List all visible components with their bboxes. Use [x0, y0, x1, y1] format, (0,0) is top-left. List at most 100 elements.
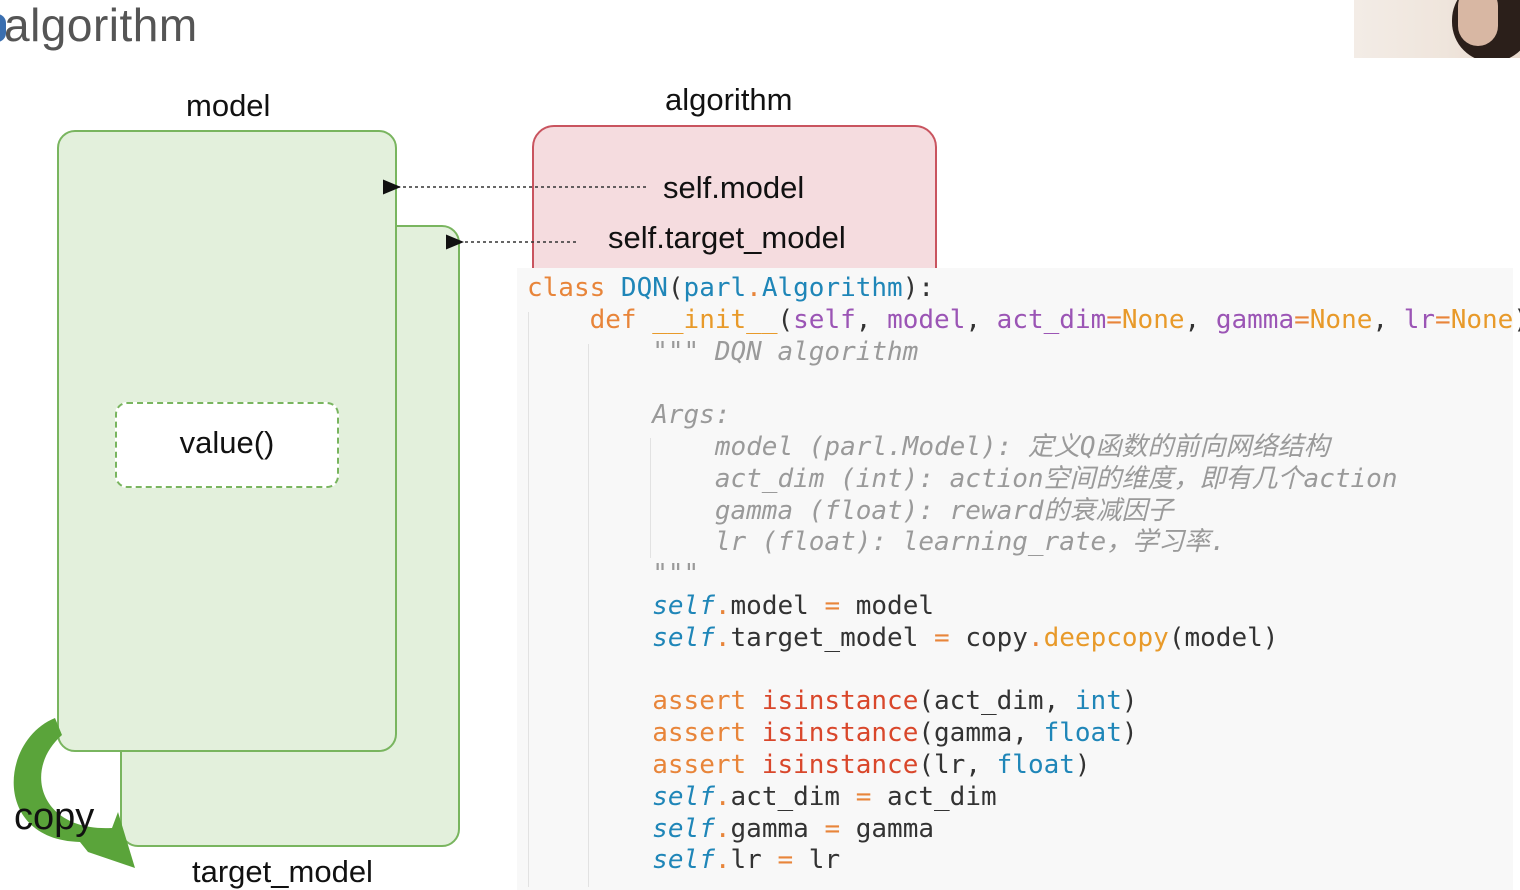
code-line: lr (float): learning_rate，学习率. [527, 527, 1520, 559]
code-token: lr [793, 845, 841, 876]
code-token: None [1121, 304, 1185, 335]
self-model-label: self.model [663, 170, 805, 205]
code-token: None [1309, 304, 1373, 335]
copy-arrow-icon [13, 718, 135, 868]
code-token: . [714, 781, 731, 812]
code-token [527, 750, 652, 780]
code-token: """ [527, 559, 700, 590]
code-token: gamma [1215, 304, 1295, 335]
code-token: assert [652, 718, 762, 749]
code-token: , [1184, 304, 1216, 335]
code-token: act_dim [730, 781, 856, 812]
code-token [527, 845, 652, 875]
code-token: gamma [730, 813, 825, 844]
code-token: ) [1121, 686, 1138, 717]
self-target-model-label: self.target_model [608, 220, 846, 255]
code-token: model (parl.Model): 定义Q函数的前向网络结构 [527, 431, 1330, 462]
code-token: = [1106, 304, 1122, 335]
code-line: self.model = model [527, 591, 1520, 623]
code-token: assert [652, 749, 762, 780]
code-token: = [824, 590, 841, 621]
code-block: class DQN(parl.Algorithm): def __init__(… [527, 273, 1520, 877]
presenter-face [1458, 0, 1498, 46]
code-token [527, 814, 652, 844]
code-token: deepcopy [1043, 622, 1169, 653]
code-token: """ DQN algorithm [527, 336, 919, 367]
code-token: ( [667, 273, 684, 303]
code-token: Algorithm [761, 273, 903, 303]
code-token: self [652, 813, 715, 844]
code-token: (act_dim, [918, 686, 1075, 717]
code-token: isinstance [761, 686, 919, 717]
code-token: model [840, 590, 935, 621]
code-token: = [1294, 304, 1310, 335]
code-token [527, 305, 590, 335]
code-line: self.act_dim = act_dim [527, 782, 1520, 814]
code-token: float [1043, 718, 1122, 749]
code-token: float [996, 749, 1075, 780]
code-line: Args: [527, 400, 1520, 432]
code-token: . [746, 273, 762, 303]
code-token: , [965, 304, 997, 335]
code-token: (model) [1168, 622, 1279, 653]
code-token: parl [683, 273, 747, 303]
code-token: . [714, 590, 731, 621]
code-token: , [1372, 304, 1404, 335]
code-token: act_dim (int): action空间的维度，即有几个action [527, 463, 1398, 494]
code-token: . [714, 845, 731, 876]
code-token: (gamma, [918, 718, 1044, 749]
code-token: = [824, 813, 841, 844]
code-line [527, 655, 1520, 687]
code-line: assert isinstance(act_dim, int) [527, 686, 1520, 718]
code-line: """ [527, 559, 1520, 591]
code-token: lr (float): learning_rate，学习率. [527, 527, 1226, 558]
code-token: model [887, 304, 966, 335]
code-token: = [855, 781, 872, 812]
slide-title-text: algorithm [4, 0, 198, 51]
target-model-label: target_model [192, 854, 373, 889]
code-token: gamma (float): reward的衰减因子 [527, 495, 1174, 526]
code-token: __init__ [652, 304, 778, 335]
code-token: None [1450, 304, 1514, 335]
code-token: isinstance [761, 718, 919, 749]
code-token: lr [1403, 304, 1436, 335]
code-token: act_dim [871, 781, 997, 812]
code-token: gamma [840, 813, 935, 844]
code-token: self [652, 845, 715, 876]
code-token: ( [777, 304, 794, 335]
code-line: assert isinstance(lr, float) [527, 750, 1520, 782]
code-token: . [714, 622, 731, 653]
code-line: model (parl.Model): 定义Q函数的前向网络结构 [527, 432, 1520, 464]
code-token: = [1435, 304, 1451, 335]
code-token: self [652, 781, 715, 812]
code-token: ): [1513, 305, 1520, 335]
code-token: ): [902, 273, 935, 303]
code-line: self.target_model = copy.deepcopy(model) [527, 623, 1520, 655]
code-line: gamma (float): reward的衰减因子 [527, 496, 1520, 528]
code-token: assert [652, 686, 762, 717]
code-token: (lr, [918, 749, 997, 780]
code-token: lr [730, 845, 778, 876]
code-token [527, 623, 652, 653]
code-token: DQN [620, 273, 668, 303]
code-line: assert isinstance(gamma, float) [527, 718, 1520, 750]
slide-title: algorithm [4, 0, 198, 52]
code-token [527, 782, 652, 812]
code-line: act_dim (int): action空间的维度，即有几个action [527, 464, 1520, 496]
code-token: act_dim [996, 304, 1107, 335]
code-line: """ DQN algorithm [527, 337, 1520, 369]
indent-guide [588, 344, 589, 887]
code-line [527, 368, 1520, 400]
code-token: , [855, 304, 888, 335]
code-panel [517, 268, 1513, 890]
copy-label: copy [14, 796, 95, 838]
code-line: self.gamma = gamma [527, 814, 1520, 846]
code-token: self [793, 304, 856, 335]
code-token: isinstance [761, 749, 919, 780]
code-token: = [777, 845, 794, 876]
code-token: ) [1074, 749, 1091, 780]
code-token: target_model [730, 622, 935, 653]
code-token: def [589, 304, 653, 335]
algorithm-label: algorithm [665, 82, 793, 117]
model-label: model [186, 88, 271, 123]
